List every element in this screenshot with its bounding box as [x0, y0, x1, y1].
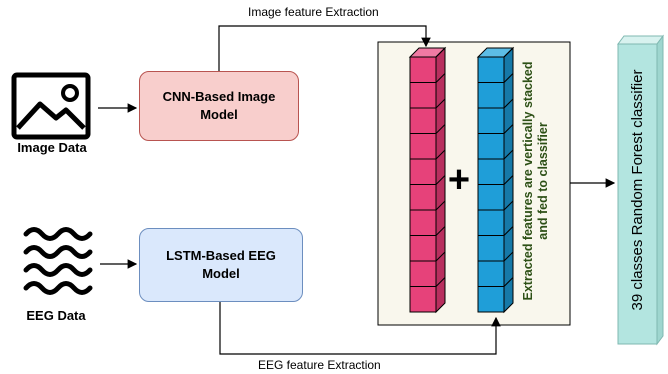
image-feature-cell-edge [435, 73, 446, 83]
image-feature-cell-edge [435, 175, 446, 185]
image-feature-cell [409, 235, 437, 262]
eeg-feature-cell [477, 260, 505, 287]
eeg-feature-cell [477, 107, 505, 134]
eeg-feature-cell [477, 158, 505, 185]
classifier-label: 39 classes Random Forest classifier [629, 69, 646, 311]
image-data-label: Image Data [17, 140, 87, 155]
eeg-feature-cell [477, 209, 505, 236]
eeg-feature-cell-edge [503, 149, 514, 160]
eeg-wave-icon [23, 227, 93, 295]
image-feature-cell [409, 158, 437, 185]
image-feature-cell-edge [435, 200, 446, 211]
plus-operator: + [447, 159, 471, 201]
image-feature-cell [409, 209, 437, 236]
fusion-caption-text: Extracted features are vertically stacke… [521, 61, 550, 301]
eeg-feature-cell [477, 235, 505, 262]
eeg-feature-cell-edge [503, 200, 514, 211]
eeg-feature-cell-edge [503, 98, 514, 109]
eeg-data-label: EEG Data [26, 308, 86, 323]
eeg-feature-cell-edge [503, 175, 514, 185]
eeg-feature-cell-edge [503, 73, 514, 83]
image-feature-cell-edge [435, 124, 446, 134]
connector-image-feature [218, 25, 431, 72]
image-feature-cell-edge [435, 251, 446, 262]
eeg-feature-cell-edge [503, 251, 514, 262]
image-feature-cell-edge [435, 149, 446, 160]
image-feature-cell-edge [435, 277, 446, 287]
lstm-model-label: LSTM-Based EEG Model [166, 248, 276, 281]
eeg-feature-extraction-label: EEG feature Extraction [256, 358, 383, 372]
eeg-feature-cell-edge [503, 47, 514, 58]
eeg-feature-cell-edge [503, 124, 514, 134]
classifier-box [617, 34, 664, 346]
eeg-feature-cell-edge [503, 277, 514, 287]
image-icon [11, 72, 91, 140]
image-feature-cell [409, 184, 437, 211]
eeg-feature-cell-edge [503, 226, 514, 236]
eeg-feature-cell [477, 184, 505, 211]
eeg-feature-cell [477, 56, 505, 83]
cnn-model-label: CNN-Based Image Model [162, 89, 276, 122]
image-feature-cell [409, 82, 437, 109]
cnn-model-box: CNN-Based Image Model [139, 71, 299, 141]
image-feature-cell-edge [435, 226, 446, 236]
image-feature-cell [409, 56, 437, 83]
image-feature-stack [408, 46, 447, 314]
image-feature-cell-edge [435, 98, 446, 109]
image-feature-cell [409, 286, 437, 313]
eeg-feature-stack [476, 46, 515, 314]
image-feature-cell [409, 107, 437, 134]
image-feature-cell-edge [435, 47, 446, 58]
eeg-feature-cell [477, 133, 505, 160]
image-feature-extraction-label: Image feature Extraction [246, 5, 381, 19]
eeg-feature-cell [477, 286, 505, 313]
connector-eeg-feature [219, 302, 501, 355]
eeg-feature-cell [477, 82, 505, 109]
image-feature-cell [409, 133, 437, 160]
lstm-model-box: LSTM-Based EEG Model [139, 228, 303, 302]
image-feature-cell [409, 260, 437, 287]
